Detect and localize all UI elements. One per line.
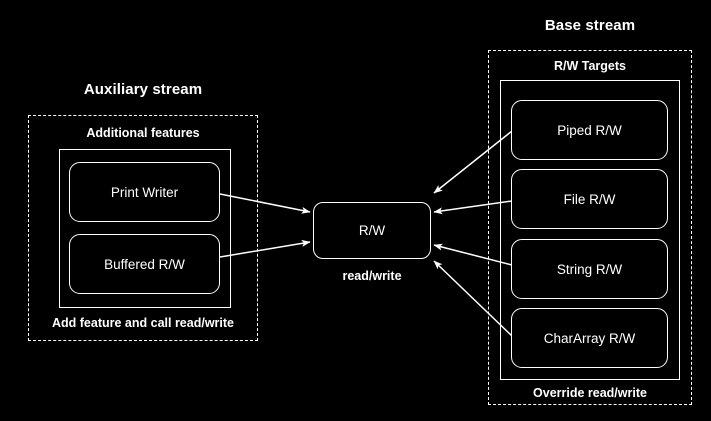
additional-features-caption: Additional features [86, 126, 200, 140]
base-stream-title: Base stream [544, 17, 636, 34]
node-print-writer[interactable]: Print Writer [69, 162, 220, 222]
node-buffered-rw[interactable]: Buffered R/W [69, 234, 220, 294]
rw-targets-caption: R/W Targets [554, 59, 626, 73]
node-string-rw[interactable]: String R/W [511, 239, 668, 299]
node-file-rw[interactable]: File R/W [511, 169, 668, 229]
auxiliary-stream-title: Auxiliary stream [83, 81, 203, 98]
base-stream-footer: Override read/write [533, 386, 647, 400]
node-chararray-rw[interactable]: CharArray R/W [511, 308, 668, 368]
rw-targets-solid-container [500, 80, 680, 380]
node-rw-center[interactable]: R/W [313, 202, 431, 259]
auxiliary-stream-footer: Add feature and call read/write [52, 316, 234, 330]
additional-features-solid-container [59, 149, 231, 308]
read-write-caption: read/write [342, 269, 402, 283]
node-piped-rw[interactable]: Piped R/W [511, 100, 668, 160]
base-stream-dashed-container [488, 50, 692, 405]
auxiliary-stream-dashed-container [28, 115, 258, 341]
